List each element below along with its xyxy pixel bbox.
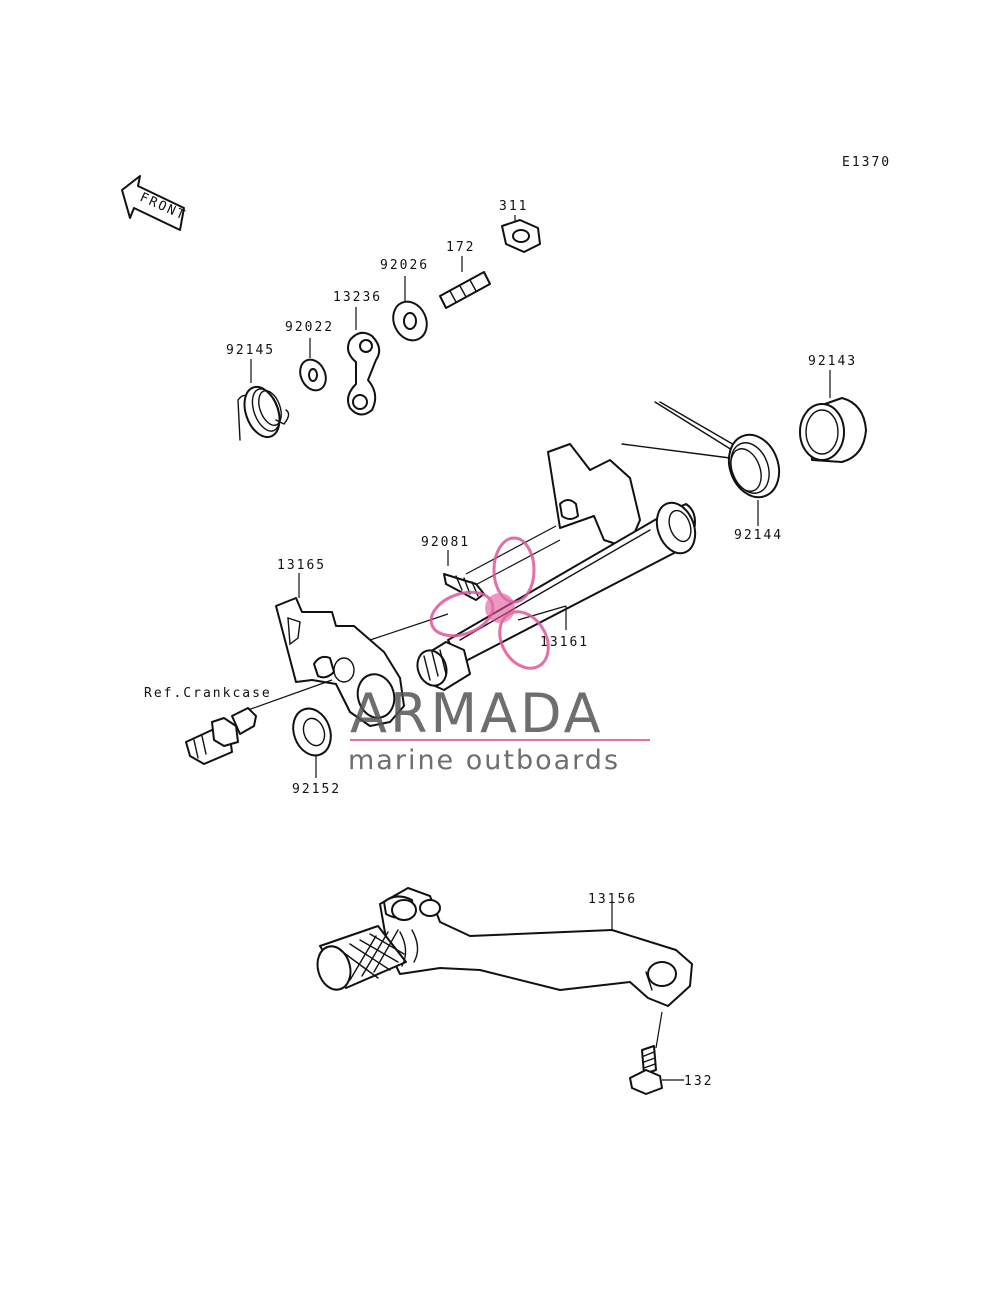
label-ref-crankcase: Ref.Crankcase bbox=[144, 686, 272, 701]
label-311: 311 bbox=[499, 199, 528, 214]
label-92022: 92022 bbox=[285, 320, 334, 335]
washer-92152: 92152 bbox=[292, 707, 341, 797]
label-92145: 92145 bbox=[226, 343, 275, 358]
watermark: ARMADA marine outboards bbox=[348, 536, 650, 776]
label-13236: 13236 bbox=[333, 290, 382, 305]
washer-92026: 92026 bbox=[380, 258, 429, 342]
label-13161: 13161 bbox=[540, 635, 589, 650]
label-132: 132 bbox=[684, 1074, 713, 1089]
label-172: 172 bbox=[446, 240, 475, 255]
shift-shaft-13161: 13161 bbox=[416, 443, 697, 691]
label-92026: 92026 bbox=[380, 258, 429, 273]
label-92143: 92143 bbox=[808, 354, 857, 369]
spring-92145: 92145 bbox=[226, 343, 290, 441]
propeller-logo-icon bbox=[429, 536, 550, 670]
washer-92022: 92022 bbox=[285, 320, 334, 392]
shift-plate-13165: 13165 bbox=[275, 558, 449, 727]
front-arrow-icon: FRONT bbox=[121, 175, 188, 231]
label-13156: 13156 bbox=[588, 892, 637, 907]
label-92152: 92152 bbox=[292, 782, 341, 797]
spring-92144: 92144 bbox=[621, 401, 783, 543]
lever-13236: 13236 bbox=[333, 290, 382, 416]
watermark-tagline: marine outboards bbox=[348, 745, 620, 776]
label-13165: 13165 bbox=[277, 558, 326, 573]
diagram-code: E1370 bbox=[842, 155, 891, 170]
label-92081: 92081 bbox=[421, 535, 470, 550]
collar-92143: 92143 bbox=[799, 354, 867, 463]
watermark-brand: ARMADA bbox=[350, 682, 604, 745]
stud-172: 172 bbox=[439, 240, 491, 309]
bolt-132: 132 bbox=[629, 1011, 713, 1095]
nut-311: 311 bbox=[499, 199, 541, 253]
shift-pedal-13156: 13156 bbox=[316, 887, 693, 1007]
label-92144: 92144 bbox=[734, 528, 783, 543]
stud-ref-crankcase: Ref.Crankcase bbox=[144, 679, 333, 765]
